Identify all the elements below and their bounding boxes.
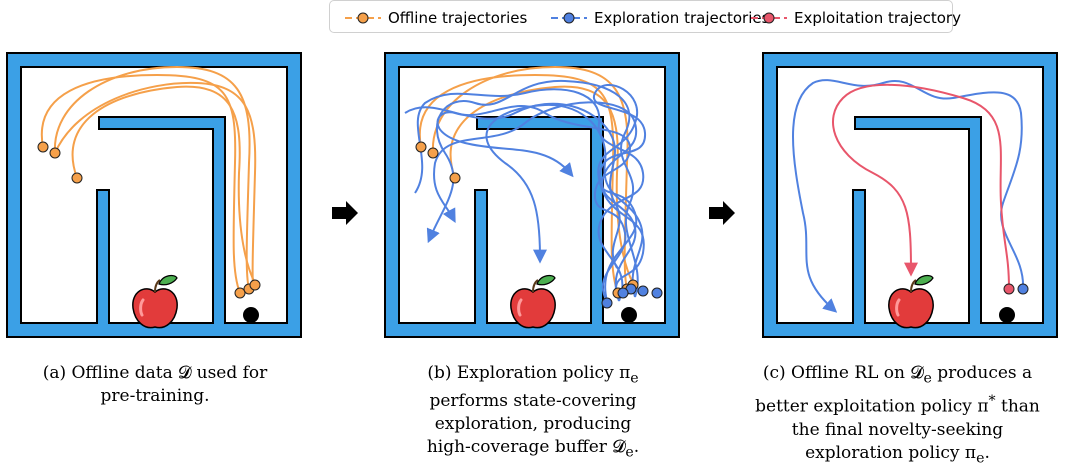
- legend-item-exploration: Exploration trajectories: [550, 1, 769, 34]
- caption-c: (c) Offline RL on 𝓓e produces a better e…: [730, 362, 1065, 470]
- exploration-start-point: [1017, 283, 1029, 295]
- caption-b: (b) Exploration policy πe performs state…: [385, 362, 681, 465]
- exploration-start-points: [601, 283, 663, 309]
- goal-dot-icon: [243, 307, 259, 323]
- caption-c-sub: e: [923, 370, 932, 387]
- legend-item-exploitation: Exploitation trajectory: [750, 1, 961, 34]
- legend-label: Exploration trajectories: [594, 8, 770, 27]
- legend-label: Exploitation trajectory: [794, 8, 961, 27]
- panel-c: [762, 52, 1058, 338]
- caption-c-sub: e: [976, 450, 985, 467]
- legend-label: Offline trajectories: [388, 8, 528, 27]
- legend-item-offline: Offline trajectories: [344, 1, 527, 34]
- caption-b-sub: e: [625, 444, 634, 461]
- caption-a-line2: pre-training.: [100, 386, 210, 406]
- caption-c-line2: better exploitation policy π: [755, 397, 989, 418]
- caption-a: (a) Offline data 𝓓 used for pre-training…: [7, 362, 303, 408]
- caption-b-line1: (b) Exploration policy π: [427, 363, 631, 383]
- panel-b: [384, 52, 680, 338]
- offline-line-marker-icon: [345, 12, 381, 23]
- caption-c-line3: the final novelty-seeking: [791, 420, 1004, 441]
- right-arrow-icon: [709, 201, 735, 225]
- caption-b-sub: e: [630, 370, 639, 387]
- caption-b-line4: high-coverage buffer 𝓓: [426, 437, 626, 458]
- exploitation-line-marker-icon: [751, 12, 787, 23]
- goal-dot-icon: [621, 307, 637, 323]
- exploration-trajectories: [404, 79, 647, 302]
- caption-a-line1: (a) Offline data 𝓓 used for: [42, 363, 268, 383]
- offline-start-points: [37, 141, 261, 299]
- caption-b-line3: exploration, producing: [434, 414, 632, 435]
- caption-b-line2: performs state-covering: [429, 391, 637, 412]
- offline-trajectories: [40, 65, 257, 294]
- exploitation-start-point: [1003, 283, 1015, 295]
- exploitation-trajectory: [832, 83, 1010, 290]
- caption-c-line1: (c) Offline RL on 𝓓: [762, 363, 924, 383]
- exploration-line-marker-icon: [551, 12, 587, 23]
- legend: Offline trajectories Exploration traject…: [329, 0, 961, 34]
- apple-icon: [887, 274, 935, 330]
- caption-c-line4-end: .: [984, 443, 990, 464]
- caption-c-line1-end: produces a: [931, 363, 1033, 383]
- right-arrow-icon: [332, 201, 358, 225]
- caption-c-sup: *: [988, 393, 996, 410]
- panel-a: [6, 52, 302, 338]
- caption-c-line2-end: than: [995, 397, 1040, 418]
- apple-icon: [509, 274, 557, 330]
- caption-b-line4-end: .: [633, 437, 640, 458]
- goal-dot-icon: [999, 307, 1015, 323]
- apple-icon: [131, 274, 179, 330]
- exploration-trajectory: [792, 79, 1025, 313]
- maze-figure: [6, 52, 1058, 338]
- caption-c-line4: exploration policy π: [805, 443, 977, 464]
